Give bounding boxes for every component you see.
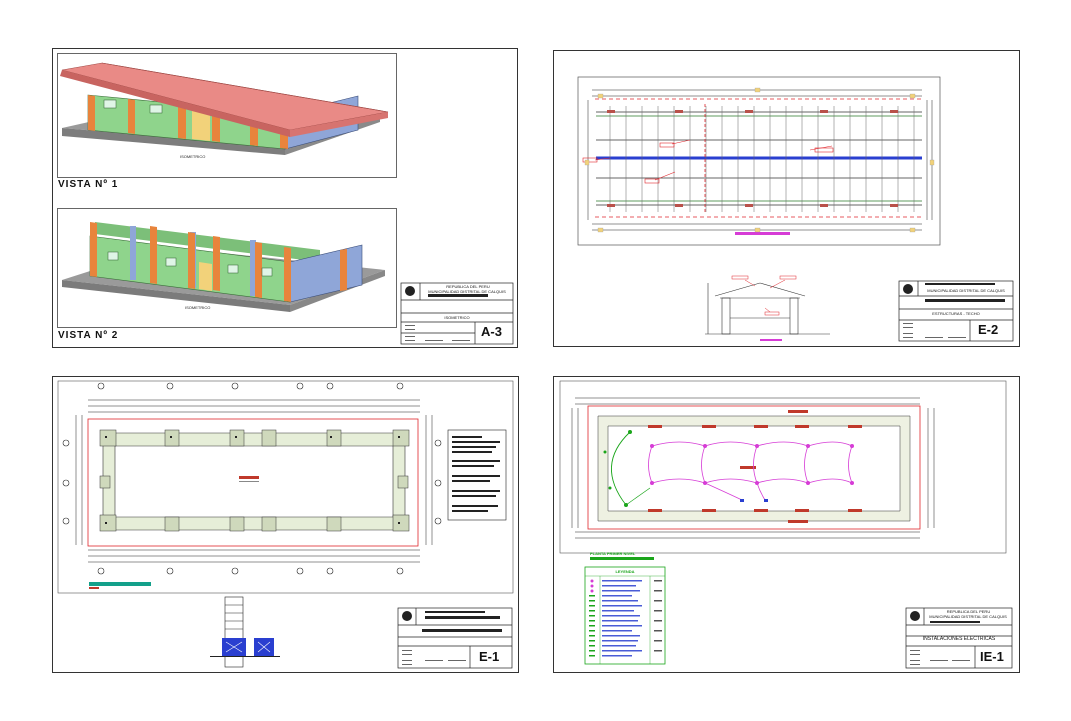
e2-tb-title: ESTRUCTURAS - TECHO	[932, 311, 980, 316]
seal-icon-ie1	[910, 611, 920, 621]
roof-section-detail	[705, 282, 830, 335]
ie1-legend-title: LEYENDA	[615, 569, 635, 574]
isometric-label-1: ISOMETRICO	[180, 154, 206, 159]
e2-sheet-code: E-2	[978, 322, 999, 337]
isometric-view-2	[62, 222, 385, 312]
ie1-tb-line2: MUNICIPALIDAD DISTRITAL DE CALQUIS	[929, 614, 1007, 619]
ie1-plan-label: PLANTA PRIMER NIVEL	[590, 551, 636, 556]
ie1-tb-line1: REPUBLICA DEL PERU	[946, 609, 991, 614]
isometric-view-1	[60, 62, 389, 155]
seal-icon	[405, 286, 415, 296]
vista1-label: VISTA Nº 1	[58, 179, 119, 190]
seal-icon-e1	[402, 611, 412, 621]
ie1-sheet-code: IE-1	[980, 649, 1004, 664]
e1-sheet-code: E-1	[479, 649, 500, 664]
isometric-label-2: ISOMETRICO	[185, 305, 211, 310]
a3-tb-line1: REPUBLICA DEL PERU	[446, 284, 490, 289]
a3-tb-title: ISOMETRICO	[444, 315, 470, 320]
a3-tb-line2: MUNICIPALIDAD DISTRITAL DE CALQUIS	[428, 289, 506, 294]
vista2-label: VISTA Nº 2	[58, 330, 119, 341]
e2-tb-line1: MUNICIPALIDAD DISTRITAL DE CALQUIS	[927, 288, 1005, 293]
a3-sheet-code: A-3	[481, 324, 502, 339]
ie1-tb-title: INSTALACIONES ELECTRICAS	[922, 636, 996, 642]
seal-icon-e2	[903, 284, 913, 294]
a3-titleblock	[400, 282, 514, 345]
